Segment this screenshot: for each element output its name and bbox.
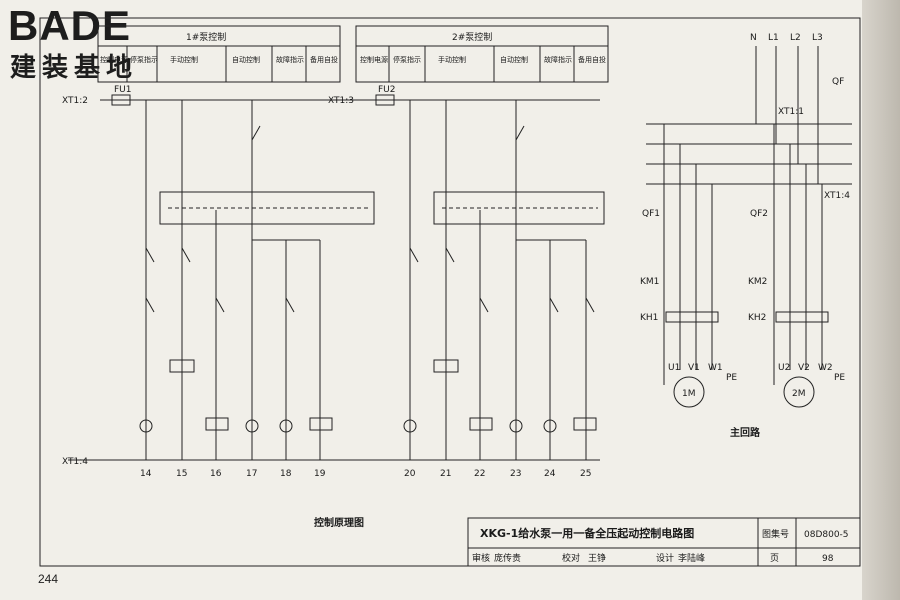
drawing-frame [39, 17, 861, 567]
pump2-title: 2#泵控制 [452, 31, 492, 43]
relay-kh2-label: KH2 [748, 313, 766, 323]
col-num-18: 18 [280, 469, 292, 479]
review-label: 审核 [472, 552, 490, 564]
sac-switch-1 [159, 191, 375, 225]
phase-l3: L3 [812, 33, 823, 43]
terminal-w2: W2 [818, 363, 833, 373]
page-label: 页 [770, 553, 779, 564]
col-num-25: 25 [580, 469, 591, 479]
p1-cell-3: 自动控制 [232, 55, 260, 64]
hg1-lamp [245, 419, 259, 433]
atlas-label: 图集号 [762, 528, 789, 540]
hg2-lamp [509, 419, 523, 433]
col-num-17: 17 [246, 469, 257, 479]
col-num-14: 14 [140, 469, 152, 479]
check-label: 校对 [562, 552, 580, 564]
hy2-lamp [543, 419, 557, 433]
breaker-qf1-label: QF1 [642, 209, 660, 219]
atlas-number: 08D800-5 [804, 530, 849, 540]
title-block [467, 517, 861, 567]
phase-l2: L2 [790, 33, 801, 43]
p1-cell-5: 备用自投 [310, 55, 338, 64]
pump1-header-table [97, 25, 341, 83]
relay-kh1-label: KH1 [640, 313, 658, 323]
p2-cell-1: 停泵指示 [393, 55, 421, 64]
breaker-qf-label: QF [832, 77, 844, 87]
motor-2m-label: 2M [792, 389, 806, 399]
checker-name: 王铮 [588, 552, 606, 564]
hr1-lamp [139, 419, 153, 433]
phase-n: N [750, 33, 757, 43]
motor-1m-label: 1M [682, 389, 696, 399]
fuse-fu2-label: FU2 [378, 85, 396, 95]
terminal-xt1-4-left: XT1:4 [62, 457, 88, 467]
hr2-lamp [403, 419, 417, 433]
col-num-24: 24 [544, 469, 556, 479]
terminal-xt1-2: XT1:2 [62, 96, 88, 106]
col-num-16: 16 [210, 469, 222, 479]
design-label: 设计 [656, 552, 674, 564]
terminal-u2: U2 [778, 363, 790, 373]
sac-switch-2 [433, 191, 605, 225]
col-num-21: 21 [440, 469, 451, 479]
p2-cell-3: 自动控制 [500, 55, 528, 64]
col-num-23: 23 [510, 469, 521, 479]
ka1-coil [205, 417, 229, 431]
p2-cell-4: 故障指示 [544, 55, 572, 64]
p1-cell-1: 停泵指示 [130, 55, 158, 64]
drawing-title: XKG-1给水泵一用一备全压起动控制电路图 [480, 526, 694, 540]
p1-cell-4: 故障指示 [276, 55, 304, 64]
p2-cell-2: 手动控制 [438, 55, 466, 64]
km1-coil [169, 359, 195, 373]
hy1-lamp [279, 419, 293, 433]
reviewer-name: 庞传贵 [494, 552, 521, 564]
col-num-15: 15 [176, 469, 187, 479]
kt1-coil [309, 417, 333, 431]
logo-sub-text: 建装基地 [10, 53, 139, 83]
fuse-fu1-label: FU1 [114, 85, 132, 95]
ka2-coil [469, 417, 493, 431]
col-num-22: 22 [474, 469, 485, 479]
contactor-km2-label: KM2 [748, 277, 767, 287]
col-num-19: 19 [314, 469, 326, 479]
designer-name: 李陆峰 [678, 552, 705, 564]
breaker-qf2-label: QF2 [750, 209, 768, 219]
pe-label-1: PE [726, 373, 737, 383]
terminal-xt1-3: XT1:3 [328, 96, 354, 106]
phase-l1: L1 [768, 33, 779, 43]
terminal-v2: V2 [798, 363, 810, 373]
p1-cell-0: 控制电源 [100, 55, 128, 64]
p2-cell-5: 备用自投 [578, 55, 606, 64]
p2-cell-0: 控制电源 [360, 55, 388, 64]
terminal-u1: U1 [668, 363, 680, 373]
p1-cell-2: 手动控制 [170, 55, 198, 64]
pump1-title: 1#泵控制 [186, 31, 226, 43]
motor-1m [673, 376, 705, 408]
pe-label-2: PE [834, 373, 845, 383]
terminal-xt1-1: XT1:1 [778, 107, 804, 117]
terminal-xt1-4-right: XT1:4 [824, 191, 850, 201]
km2-coil [433, 359, 459, 373]
pump2-header-table [355, 25, 609, 83]
main-circuit-title: 主回路 [730, 426, 761, 439]
page-number-value: 98 [822, 554, 834, 564]
control-diagram-title: 控制原理图 [314, 516, 364, 529]
kh2-thermal [775, 311, 829, 323]
contactor-km1-label: KM1 [640, 277, 659, 287]
terminal-w1: W1 [708, 363, 723, 373]
fuse-fu1 [111, 94, 131, 106]
kh1-thermal [665, 311, 719, 323]
col-num-20: 20 [404, 469, 416, 479]
book-page-number: 244 [38, 572, 59, 586]
kt2-coil [573, 417, 597, 431]
page-edge [862, 0, 900, 600]
motor-2m [783, 376, 815, 408]
terminal-v1: V1 [688, 363, 700, 373]
